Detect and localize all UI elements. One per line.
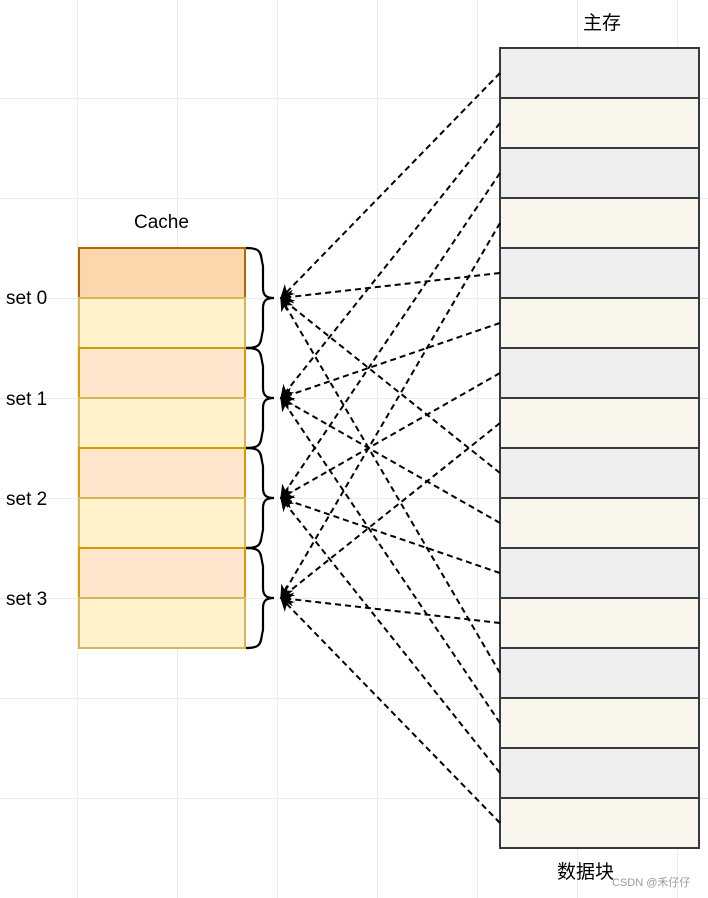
csdn-watermark: CSDN @禾仔仔 (612, 877, 691, 889)
mapping-arrow-block6-to-set2 (279, 372, 501, 499)
mapping-arrow-block8-to-set0 (279, 297, 501, 474)
memory-block-13 (499, 697, 700, 749)
set-label-1: set 1 (6, 389, 48, 410)
mapping-arrow-block7-to-set3 (279, 422, 501, 599)
mapping-arrow-block14-to-set2 (280, 496, 501, 774)
cache-line-set0-line0 (78, 247, 246, 299)
set-brace-3 (245, 546, 275, 650)
main-memory-title: 主存 (583, 13, 622, 34)
mapping-arrow-block12-to-set0 (280, 296, 501, 674)
memory-block-5 (499, 297, 700, 349)
memory-block-0 (499, 47, 700, 99)
mapping-arrow-block2-to-set2 (280, 172, 501, 500)
memory-block-15 (499, 797, 700, 849)
set-label-0: set 0 (6, 288, 48, 309)
memory-block-6 (499, 347, 700, 399)
memory-block-8 (499, 447, 700, 499)
mapping-arrow-block1-to-set1 (280, 122, 501, 400)
memory-block-1 (499, 97, 700, 149)
cache-lines-group (78, 247, 246, 649)
memory-block-10 (499, 547, 700, 599)
memory-block-7 (499, 397, 700, 449)
mapping-arrow-block5-to-set1 (279, 322, 501, 401)
mapping-arrow-block9-to-set1 (279, 397, 501, 524)
main-memory-blocks-group (499, 47, 700, 849)
set-braces-group (245, 246, 275, 650)
cache-title: Cache (134, 212, 189, 233)
cache-line-set1-line1 (78, 397, 246, 449)
set-label-3: set 3 (6, 589, 48, 610)
cache-line-set3-line0 (78, 547, 246, 599)
set-brace-2 (245, 446, 275, 550)
cache-line-set2-line0 (78, 447, 246, 499)
set-brace-1 (245, 346, 275, 450)
mapping-arrows-group (279, 72, 501, 824)
cache-line-set1-line0 (78, 347, 246, 399)
memory-block-11 (499, 597, 700, 649)
mapping-arrow-block15-to-set3 (280, 596, 501, 824)
mapping-arrow-block3-to-set3 (280, 222, 501, 600)
memory-block-12 (499, 647, 700, 699)
cache-line-set0-line1 (78, 297, 246, 349)
mapping-arrow-block13-to-set1 (280, 396, 501, 724)
data-blocks-caption: 数据块 (557, 862, 615, 883)
mapping-arrow-block0-to-set0 (280, 72, 501, 300)
memory-block-3 (499, 197, 700, 249)
set-label-2: set 2 (6, 489, 48, 510)
cache-line-set3-line1 (78, 597, 246, 649)
memory-block-4 (499, 247, 700, 299)
cache-line-set2-line1 (78, 497, 246, 549)
mapping-arrow-block11-to-set3 (279, 592, 501, 624)
memory-block-2 (499, 147, 700, 199)
memory-block-9 (499, 497, 700, 549)
set-brace-0 (245, 246, 275, 350)
mapping-arrow-block4-to-set0 (279, 272, 501, 304)
mapping-arrow-block10-to-set2 (279, 495, 501, 574)
memory-block-14 (499, 747, 700, 799)
